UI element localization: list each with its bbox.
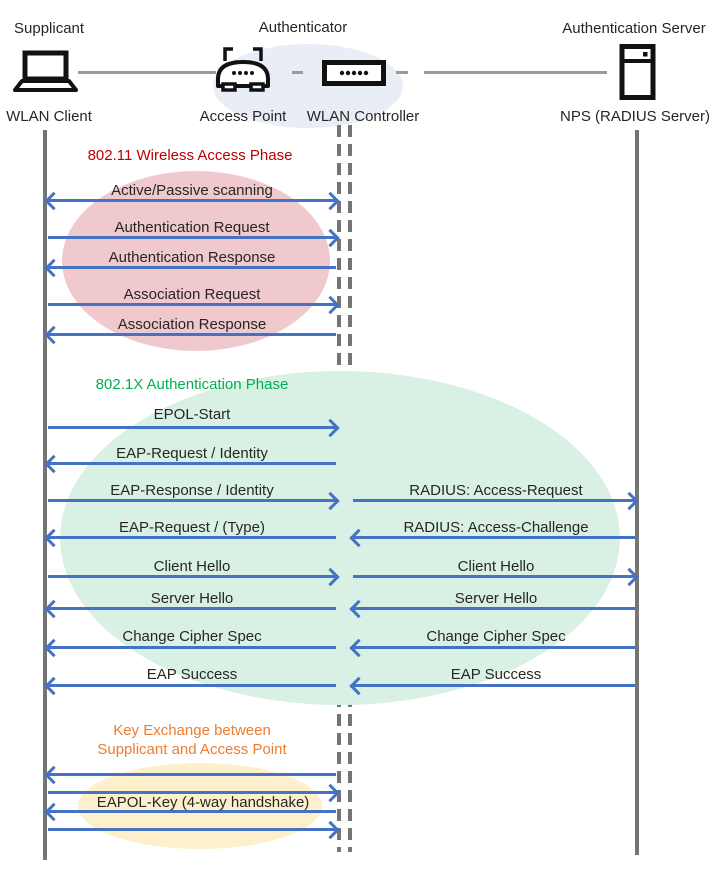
arrowhead-left-icon — [44, 599, 63, 618]
connector-dash-ap-wlc — [292, 71, 303, 74]
message-label-client-hello-right: Client Hello — [457, 558, 535, 575]
message-label-eap-request-identity: EAP-Request / Identity — [116, 445, 268, 462]
message-label-eap-success-right: EAP Success — [450, 666, 542, 683]
message-label-assoc-request: Association Request — [123, 286, 261, 303]
message-label-change-cipher-spec-left: Change Cipher Spec — [122, 628, 262, 645]
message-arrow-eap-request-type — [44, 528, 336, 547]
message-label-radius-access-request: RADIUS: Access-Request — [409, 482, 583, 499]
key-exchange-ellipse — [78, 763, 322, 849]
arrowhead-left-icon — [44, 454, 63, 473]
message-label-auth-request: Authentication Request — [114, 219, 270, 236]
message-label-eap-request-type: EAP-Request / (Type) — [119, 519, 265, 536]
connector-client-to-ap — [78, 71, 216, 74]
connector-dash-wlc-right — [396, 71, 408, 74]
device-nps-label: NPS (RADIUS Server) — [559, 108, 711, 125]
device-access-point-label: Access Point — [199, 108, 287, 125]
lifeline-wlan-client — [43, 130, 47, 860]
phase-8021x-title: 802.1X Authentication Phase — [95, 376, 289, 393]
wireless-router-icon — [214, 44, 272, 99]
message-arrow-epol-start — [48, 418, 340, 437]
message-arrow-assoc-response — [44, 325, 336, 344]
connector-wlc-to-server — [424, 71, 607, 74]
message-label-auth-response: Authentication Response — [108, 249, 276, 266]
message-label-eapol-key: EAPOL-Key (4-way handshake) — [96, 794, 310, 811]
message-arrow-handshake-4 — [48, 820, 340, 839]
message-label-server-hello-left: Server Hello — [150, 590, 234, 607]
arrowhead-left-icon — [44, 765, 63, 784]
role-supplicant-label: Supplicant — [14, 20, 85, 37]
message-label-eap-success-left: EAP Success — [146, 666, 238, 683]
message-arrow-assoc-request — [48, 295, 340, 314]
message-arrow-eap-request-identity — [44, 454, 336, 473]
phase-80211-title: 802.11 Wireless Access Phase — [87, 147, 293, 164]
message-arrow-auth-response — [44, 258, 336, 277]
message-arrow-server-hello-left — [44, 599, 336, 618]
arrowhead-left-icon — [44, 258, 63, 277]
message-label-change-cipher-spec-right: Change Cipher Spec — [426, 628, 566, 645]
message-label-client-hello-left: Client Hello — [153, 558, 231, 575]
message-label-epol-start: EPOL-Start — [153, 406, 231, 423]
message-arrow-client-hello-left — [48, 567, 340, 586]
message-label-assoc-response: Association Response — [117, 316, 267, 333]
message-label-scanning: Active/Passive scanning — [111, 182, 273, 199]
arrowhead-left-icon — [44, 191, 63, 210]
arrowhead-left-icon — [44, 638, 63, 657]
message-arrow-auth-request — [48, 228, 340, 247]
laptop-icon — [12, 50, 80, 99]
server-icon — [619, 44, 657, 105]
device-wlan-client-label: WLAN Client — [6, 108, 92, 125]
arrowhead-left-icon — [44, 325, 63, 344]
message-arrow-server-hello-right — [349, 599, 635, 618]
key-exchange-title-line1: Key Exchange between — [113, 722, 271, 739]
role-auth-server-label: Authentication Server — [562, 20, 706, 37]
message-arrow-eap-success-right — [349, 676, 635, 695]
message-arrow-eap-response-identity — [48, 491, 340, 510]
message-label-radius-access-challenge: RADIUS: Access-Challenge — [403, 519, 589, 536]
message-arrow-eap-success-left — [44, 676, 336, 695]
message-arrow-change-cipher-spec-left — [44, 638, 336, 657]
message-arrow-handshake-1 — [44, 765, 336, 784]
controller-box-icon — [322, 60, 386, 91]
message-arrow-scanning — [44, 191, 340, 210]
message-arrow-client-hello-right — [353, 567, 639, 586]
lifeline-radius-server — [635, 130, 639, 855]
message-label-server-hello-right: Server Hello — [454, 590, 538, 607]
message-arrow-change-cipher-spec-right — [349, 638, 635, 657]
message-arrow-radius-access-request — [353, 491, 639, 510]
arrowhead-left-icon — [44, 676, 63, 695]
key-exchange-title-line2: Supplicant and Access Point — [97, 741, 287, 758]
message-arrow-handshake-2 — [48, 783, 340, 802]
arrowhead-left-icon — [44, 802, 63, 821]
device-wlan-controller-label: WLAN Controller — [306, 108, 420, 125]
message-label-eap-response-identity: EAP-Response / Identity — [110, 482, 274, 499]
message-arrow-handshake-3 — [44, 802, 336, 821]
message-arrow-radius-access-challenge — [349, 528, 635, 547]
role-authenticator-label: Authenticator — [258, 19, 348, 36]
